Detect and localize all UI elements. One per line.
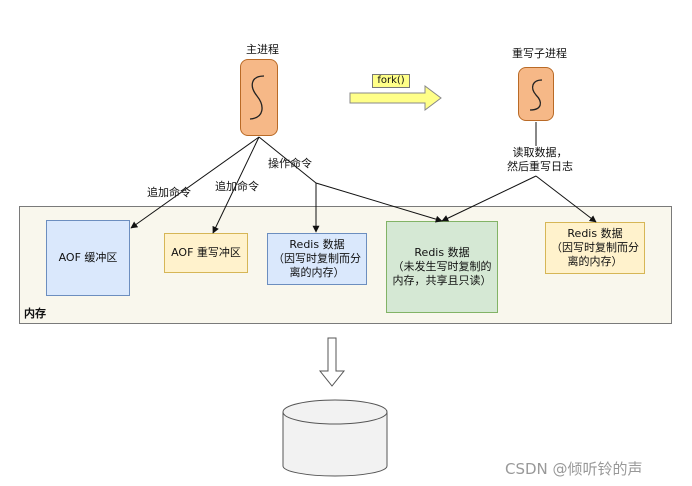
aof-rewrite-buffer-box: AOF 重写冲区 xyxy=(164,233,248,273)
edge-child-to-redis-shared xyxy=(441,175,537,222)
append-command-label-2: 追加命令 xyxy=(215,180,259,193)
edge-main-to-aof-rewrite xyxy=(212,136,260,234)
redis-data-shared-box: Redis 数据 （未发生写时复制的 内存，共享且只读） xyxy=(386,221,498,313)
child-process-icon xyxy=(529,79,543,111)
append-command-label-1: 追加命令 xyxy=(147,186,191,199)
aof-rewrite-buffer-label: AOF 重写冲区 xyxy=(171,246,241,259)
aof-buffer-box: AOF 缓冲区 xyxy=(46,220,130,296)
edge-child-to-redis-child xyxy=(535,175,597,223)
edge-branch-to-redis-shared xyxy=(315,182,443,223)
child-process-note: 读取数据， 然后重写日志 xyxy=(507,146,573,173)
main-process-icon xyxy=(249,75,265,120)
redis-data-parent-label: Redis 数据 （因写时复制而分 离的内存） xyxy=(273,238,361,279)
fork-label-box: fork() xyxy=(372,74,410,88)
edge-main-to-branch xyxy=(258,136,317,184)
disk-icon xyxy=(282,399,388,477)
redis-data-child-label: Redis 数据 （因写时复制而分 离的内存） xyxy=(551,227,639,268)
redis-data-shared-label: Redis 数据 （未发生写时复制的 内存，共享且只读） xyxy=(392,246,492,287)
fork-label: fork() xyxy=(377,75,405,86)
child-process-label: 重写子进程 xyxy=(512,47,567,60)
main-process-label: 主进程 xyxy=(246,43,279,56)
edge-main-to-aof-buffer xyxy=(130,136,260,229)
redis-data-parent-box: Redis 数据 （因写时复制而分 离的内存） xyxy=(267,233,367,285)
operate-command-label: 操作命令 xyxy=(268,157,312,170)
redis-data-child-box: Redis 数据 （因写时复制而分 离的内存） xyxy=(545,222,645,274)
watermark: CSDN @倾听铃的声 xyxy=(505,460,643,478)
down-arrow xyxy=(318,337,346,387)
fork-arrow xyxy=(349,85,442,111)
main-process-node xyxy=(240,59,278,136)
memory-label: 内存 xyxy=(24,307,46,320)
aof-buffer-label: AOF 缓冲区 xyxy=(58,251,118,264)
